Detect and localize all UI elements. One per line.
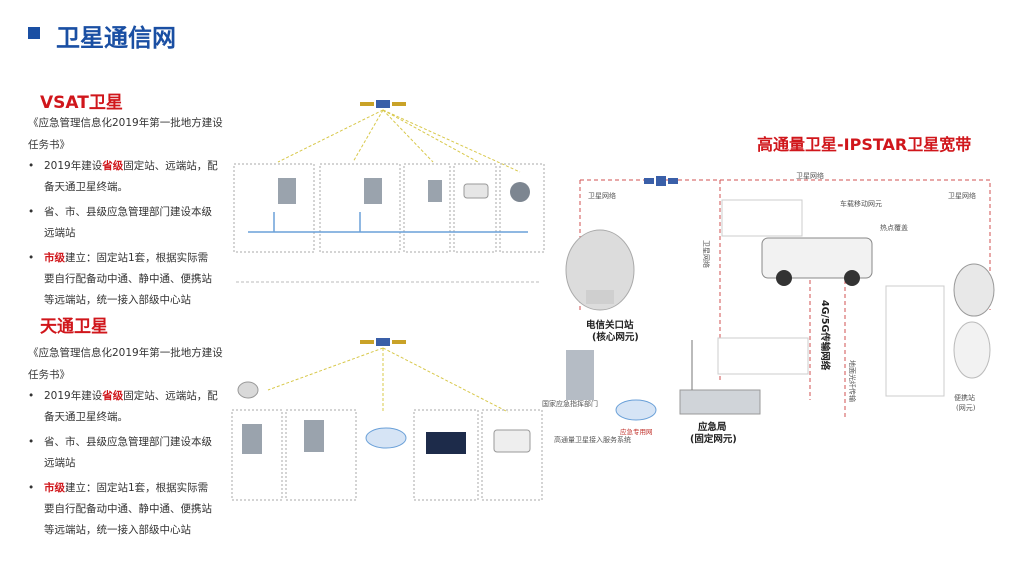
dedicated-net-cloud	[615, 399, 657, 421]
satnet-top-label: 卫星网络	[796, 171, 824, 180]
gateway-label: 电信关口站	[586, 319, 634, 331]
vsat-title: VSAT卫星	[40, 93, 123, 113]
tiantong-satellite-icon	[360, 338, 406, 346]
network-lines	[248, 212, 528, 233]
ipstar-title: 高通量卫星-IPSTAR卫星宽带	[757, 135, 972, 154]
vsat-network-diagram	[233, 100, 545, 283]
dedicated-label: 应急专用网	[620, 427, 653, 436]
satellite-icon	[360, 100, 406, 108]
station-boxes	[233, 163, 545, 253]
bureau-label: 应急局	[698, 421, 727, 433]
satnet-left-label: 卫星网络	[588, 191, 616, 200]
ipstar-network-diagram: 卫星网络 卫星网络 卫星网络 卫星网络 电信关口站 (核心网元) 车载移动网元 …	[542, 171, 995, 445]
vsat-bullet-3: 市级建立：固定站1套，根据实际需要自行配备动中通、静中通、便携站等远端站，统一接…	[28, 248, 218, 311]
tiantong-doc-ref: 《应急管理信息化2019年第一批地方建设任务书》	[28, 347, 223, 381]
vehicle-icons	[463, 182, 530, 202]
tiantong-bullet-list: 2019年建设省级固定站、远端站，配备天通卫星终端。 省、市、县级应急管理部门建…	[28, 386, 218, 545]
tiantong-network-diagram	[231, 338, 543, 501]
vsat-bullet-2: 省、市、县级应急管理部门建设本级远端站	[28, 202, 218, 244]
vsat-doc-ref: 《应急管理信息化2019年第一批地方建设任务书》	[28, 117, 223, 151]
signal-links	[277, 109, 521, 173]
tiantong-bullet-2: 省、市、县级应急管理部门建设本级远端站	[28, 432, 218, 474]
page-title: 卫星通信网	[56, 24, 176, 52]
title-bullet-square	[28, 27, 40, 39]
nat-center-icon	[566, 350, 594, 400]
portable-label: 便携站	[954, 393, 975, 402]
vehicle-icon	[761, 237, 873, 286]
ground-net-label: 地面光纤传输	[848, 360, 857, 402]
gateway-sub: (核心网元)	[592, 331, 639, 343]
tiantong-bullet-3: 市级建立：固定站1套，根据实际需要自行配备动中通、静中通、便携站等远端站，统一接…	[28, 478, 218, 541]
van-icon	[493, 429, 531, 453]
ipstar-satellite-icon	[644, 176, 678, 186]
vehicle-devices-box	[721, 199, 803, 237]
portable-devices-box	[885, 285, 945, 397]
satnet-outline	[580, 179, 991, 310]
tiantong-building-icons	[242, 420, 324, 454]
tiantong-boxes	[231, 409, 543, 501]
vsat-bullet-list: 2019年建设省级固定站、远端站，配备天通卫星终端。 省、市、县级应急管理部门建…	[28, 156, 218, 315]
nat-center-label: 国家应急指挥部门	[542, 399, 598, 408]
bureau-devices-box	[717, 337, 809, 375]
command-center-icon	[426, 432, 466, 454]
satnet-right-label: 卫星网络	[948, 191, 976, 200]
satnet-vert-label: 卫星网络	[702, 240, 711, 268]
vsat-bullet-1: 2019年建设省级固定站、远端站，配备天通卫星终端。	[28, 156, 218, 198]
gateway-dish-icon	[565, 229, 635, 311]
tiantong-bullet-1: 2019年建设省级固定站、远端站，配备天通卫星终端。	[28, 386, 218, 428]
tiantong-title: 天通卫星	[40, 317, 108, 337]
bureau-sub: (固定网元)	[690, 433, 737, 445]
vehicle-label: 车载移动网元	[840, 199, 882, 208]
link-4g5g-label: 4G/5G传输网络	[819, 300, 831, 371]
wifi-label: 热点覆盖	[880, 223, 908, 232]
tiantong-signal-links	[267, 347, 509, 413]
nat-access-label: 高通量卫星接入服务系统	[554, 435, 631, 444]
tiantong-cloud-icon	[365, 427, 407, 449]
portable-dish-icon	[953, 263, 995, 379]
bureau-icon	[679, 340, 761, 415]
portable-sub: (网元)	[956, 404, 976, 412]
dish-icon	[237, 381, 259, 399]
server-icons	[278, 178, 442, 204]
